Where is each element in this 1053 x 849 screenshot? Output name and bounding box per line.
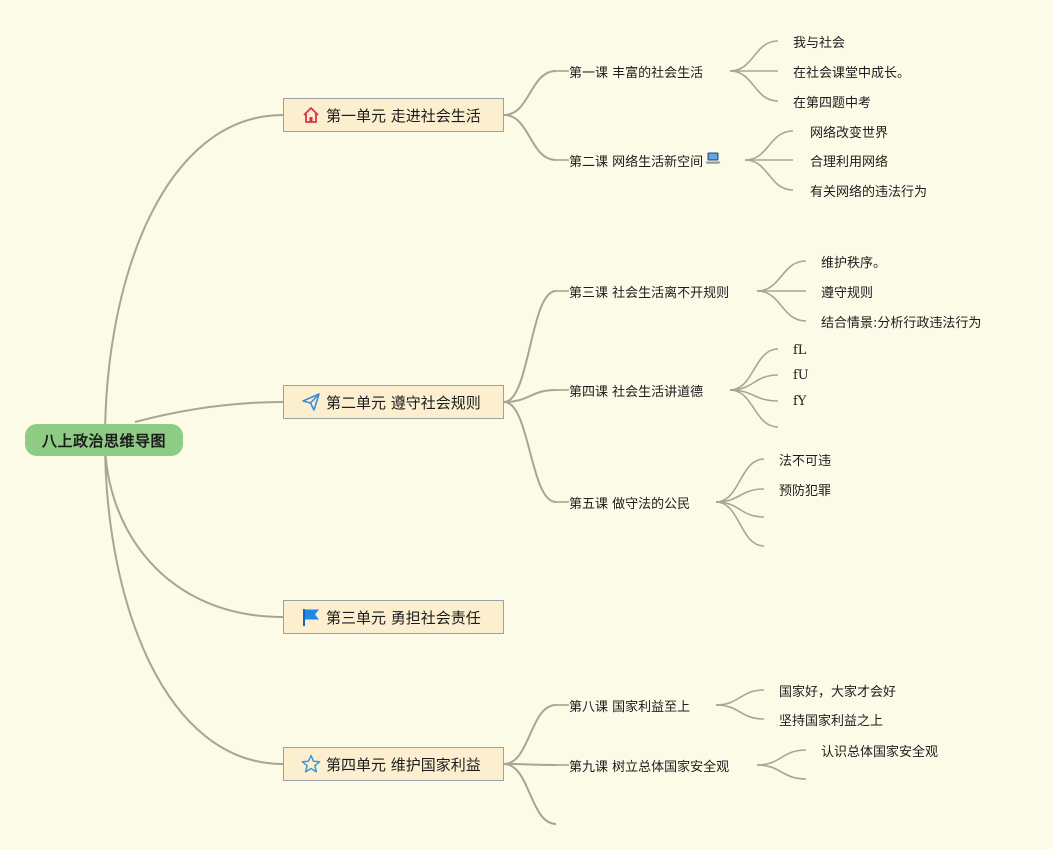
leaf-label: 网络改变世界	[810, 125, 889, 141]
lesson-node-9[interactable]: 第九课 树立总体国家安全观	[569, 755, 729, 775]
unit-label: 第四单元 维护国家利益	[326, 755, 481, 774]
leaf-label: 国家好，大家才会好	[779, 684, 897, 700]
leaf-label: 有关网络的违法行为	[810, 184, 928, 200]
root-to-unit-connector	[104, 439, 284, 765]
leaf-label: 预防犯罪	[779, 483, 832, 499]
lesson-to-leaf-connector	[729, 40, 779, 72]
leaf-label: 在第四题中考	[793, 95, 872, 111]
leaf-label: 维护秩序。	[821, 255, 887, 271]
root-to-unit-connector	[104, 439, 284, 618]
unit-to-lesson-connector	[503, 401, 557, 503]
lesson-node-2[interactable]: 第二课 网络生活新空间	[569, 150, 721, 170]
lesson-node-5[interactable]: 第五课 做守法的公民	[569, 492, 690, 512]
leaf-node[interactable]: 预防犯罪	[779, 479, 831, 499]
leaf-node[interactable]: 法不可违	[779, 449, 831, 469]
star-icon	[300, 753, 322, 775]
unit-label: 第三单元 勇担社会责任	[326, 608, 481, 627]
lesson-node-8[interactable]: 第八课 国家利益至上	[569, 695, 690, 715]
lesson-label: 第九课 树立总体国家安全观	[569, 759, 730, 775]
leaf-node[interactable]: 国家好，大家才会好	[779, 680, 896, 700]
laptop-icon	[705, 151, 721, 169]
leaf-label: 遵守规则	[821, 285, 874, 301]
leaf-label: 我与社会	[793, 35, 846, 51]
leaf-label: fY	[793, 393, 807, 409]
lesson-node-4[interactable]: 第四课 社会生活讲道德	[569, 380, 703, 400]
leaf-node[interactable]: 在社会课堂中成长。	[793, 61, 910, 81]
root-node[interactable]: 八上政治思维导图	[25, 424, 183, 456]
unit-node-2[interactable]: 第二单元 遵守社会规则	[283, 385, 504, 419]
lesson-label: 第二课 网络生活新空间	[569, 154, 704, 170]
root-to-unit-connector	[134, 401, 284, 423]
leaf-node[interactable]: 网络改变世界	[810, 121, 888, 141]
leaf-node[interactable]: 在第四题中考	[793, 91, 871, 111]
lesson-to-leaf-connector	[756, 749, 807, 766]
leaf-label: 在社会课堂中成长。	[793, 65, 911, 81]
unit-node-1[interactable]: 第一单元 走进社会生活	[283, 98, 504, 132]
flag-icon	[300, 606, 322, 628]
leaf-node[interactable]: 合理利用网络	[810, 150, 888, 170]
leaf-label: fU	[793, 367, 809, 383]
lesson-label: 第一课 丰富的社会生活	[569, 65, 704, 81]
lesson-to-leaf-connector	[715, 689, 765, 706]
lesson-node-3[interactable]: 第三课 社会生活离不开规则	[569, 281, 729, 301]
lesson-to-leaf-connector	[729, 70, 779, 102]
leaf-node[interactable]: 遵守规则	[821, 281, 873, 301]
unit-to-lesson-connector	[503, 290, 557, 403]
lesson-to-leaf-connector	[744, 159, 794, 191]
leaf-label: 结合情景:分析行政违法行为	[821, 315, 982, 331]
leaf-label: 合理利用网络	[810, 154, 889, 170]
lesson-to-leaf-connector	[715, 704, 765, 720]
lesson-node-1[interactable]: 第一课 丰富的社会生活	[569, 61, 703, 81]
unit-to-lesson-connector	[503, 763, 557, 766]
unit-to-lesson-connector	[503, 704, 557, 765]
leaf-label: fL	[793, 342, 807, 358]
lesson-to-leaf-connector	[756, 260, 807, 292]
house-icon	[300, 104, 322, 126]
unit-node-4[interactable]: 第四单元 维护国家利益	[283, 747, 504, 781]
lesson-to-leaf-connector	[744, 130, 794, 161]
lesson-to-leaf-connector	[756, 764, 807, 780]
unit-label: 第二单元 遵守社会规则	[326, 393, 481, 412]
unit-to-lesson-connector	[503, 763, 557, 825]
root-to-unit-connector	[104, 114, 284, 441]
lesson-to-leaf-connector	[715, 458, 765, 503]
unit-label: 第一单元 走进社会生活	[326, 106, 481, 125]
lesson-to-leaf-connector	[756, 290, 807, 322]
lesson-label: 第三课 社会生活离不开规则	[569, 285, 730, 301]
leaf-label: 坚持国家利益之上	[779, 713, 884, 729]
unit-to-lesson-connector	[503, 70, 557, 116]
leaf-node[interactable]: 认识总体国家安全观	[821, 740, 938, 760]
leaf-node[interactable]: 坚持国家利益之上	[779, 709, 883, 729]
unit-to-lesson-connector	[503, 389, 557, 403]
leaf-node[interactable]: 结合情景:分析行政违法行为	[821, 311, 981, 331]
paper-plane-icon	[300, 391, 322, 413]
leaf-node[interactable]: 有关网络的违法行为	[810, 180, 927, 200]
lesson-label: 第四课 社会生活讲道德	[569, 384, 704, 400]
leaf-node[interactable]: fL	[793, 340, 806, 360]
unit-node-3[interactable]: 第三单元 勇担社会责任	[283, 600, 504, 634]
leaf-label: 法不可违	[779, 453, 832, 469]
lesson-label: 第八课 国家利益至上	[569, 699, 691, 715]
lesson-label: 第五课 做守法的公民	[569, 496, 691, 512]
unit-to-lesson-connector	[503, 114, 557, 161]
lesson-to-leaf-connector	[715, 501, 765, 547]
leaf-node[interactable]: 我与社会	[793, 31, 845, 51]
lesson-to-leaf-connector	[729, 389, 779, 428]
leaf-node[interactable]: 维护秩序。	[821, 251, 886, 271]
lesson-to-leaf-connector	[729, 348, 779, 391]
leaf-label: 认识总体国家安全观	[821, 744, 939, 760]
leaf-node[interactable]: fY	[793, 391, 806, 411]
leaf-node[interactable]: fU	[793, 365, 809, 385]
root-title: 八上政治思维导图	[41, 431, 166, 450]
